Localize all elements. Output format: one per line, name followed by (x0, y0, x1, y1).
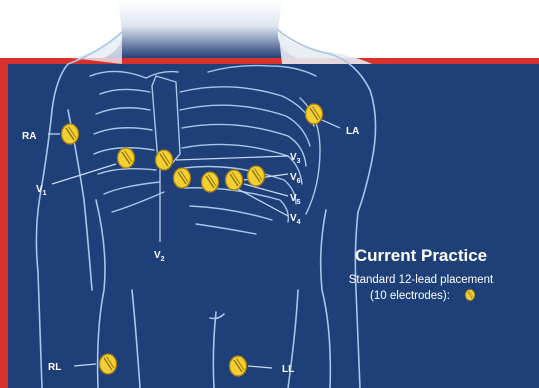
electrode-v5 (226, 170, 243, 190)
label-ll: LL (282, 364, 294, 375)
electrode-v3 (174, 168, 191, 188)
electrode-ll (230, 356, 247, 376)
right-shoulder-shading (278, 28, 372, 64)
electrode-v4 (202, 172, 219, 192)
neck-shading (104, 0, 296, 58)
label-rl: RL (48, 362, 61, 373)
label-la: LA (346, 126, 359, 137)
legend-line-1: Standard 12-lead placement (349, 274, 494, 286)
electrode-la (306, 104, 323, 124)
legend-title: Current Practice (355, 246, 487, 265)
electrode-rl (100, 354, 117, 374)
legend-electrode-icon (465, 290, 474, 301)
electrode-ra (62, 124, 79, 144)
electrode-v2 (156, 150, 173, 170)
legend-line-2: (10 electrodes): (370, 290, 450, 302)
label-ra: RA (22, 131, 36, 142)
electrode-v1 (118, 148, 135, 168)
electrode-v6 (248, 166, 265, 186)
